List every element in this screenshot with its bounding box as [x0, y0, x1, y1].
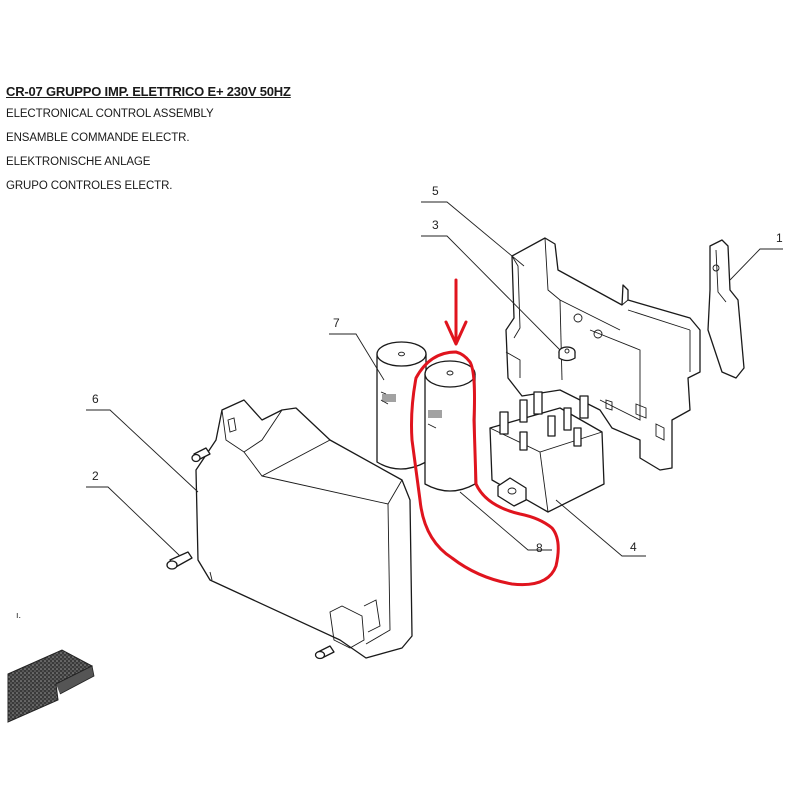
part-3-screw [558, 346, 576, 362]
part-1-clip [707, 239, 745, 379]
subtitle-en: ELECTRONICAL CONTROL ASSEMBLY [6, 108, 214, 120]
part-2-screws [166, 447, 335, 660]
subtitle-fr: ENSAMBLE COMMANDE ELECTR. [6, 132, 190, 144]
callout-7: 7 [333, 316, 340, 330]
direction-arrow-icon [7, 649, 95, 723]
callout-8: 8 [536, 541, 543, 555]
red-arrow-icon [444, 278, 468, 346]
part-5-bracket [505, 237, 701, 471]
callout-3: 3 [432, 218, 439, 232]
subtitle-de: ELEKTRONISCHE ANLAGE [6, 156, 151, 168]
part-8-capacitor [424, 360, 476, 492]
callout-labels: 5 3 1 7 6 2 8 4 ı. [16, 184, 783, 620]
callout-1: 1 [776, 231, 783, 245]
subtitle-es: GRUPO CONTROLES ELECTR. [6, 180, 173, 192]
red-highlight-annotation [410, 278, 560, 587]
callout-2: 2 [92, 469, 99, 483]
part-4-relay [489, 391, 605, 513]
part-6-cover [195, 399, 413, 659]
red-outline [410, 350, 560, 587]
callout-6: 6 [92, 392, 99, 406]
callout-5: 5 [432, 184, 439, 198]
callout-4: 4 [630, 540, 637, 554]
diagram-title: CR-07 GRUPPO IMP. ELETTRICO E+ 230V 50HZ [6, 84, 291, 99]
small-marker: ı. [16, 610, 21, 620]
leader-lines [86, 201, 783, 557]
part-7-capacitor [376, 341, 427, 470]
title-block: CR-07 GRUPPO IMP. ELETTRICO E+ 230V 50HZ… [6, 84, 291, 202]
